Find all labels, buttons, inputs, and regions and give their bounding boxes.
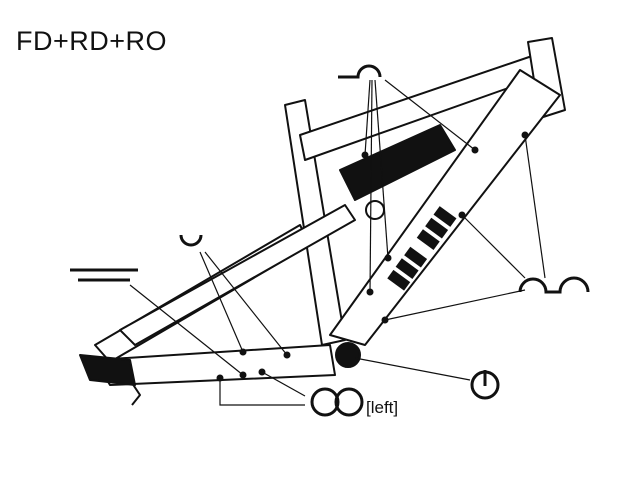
legend-symbols: [70, 64, 590, 417]
guide-dot: [258, 368, 266, 376]
callout-dots: [216, 131, 529, 382]
diagram-title: FD+RD+RO: [16, 26, 168, 56]
double-arch-icon: [518, 276, 590, 294]
derailleur-hanger: [129, 379, 141, 406]
bike-frame: ▮▮▮ ▮▮▮: [79, 37, 566, 406]
guide-dot: [471, 146, 479, 154]
guide-dot: [384, 254, 392, 262]
guide-dot: [458, 211, 466, 219]
seat-stay-upper: [119, 204, 356, 346]
guide-dot: [216, 374, 224, 382]
shock-pivot: [365, 200, 385, 220]
down-tube: [329, 69, 561, 346]
guide-dot: [239, 348, 247, 356]
guide-dot: [366, 288, 374, 296]
cable-top-routing-icon: [338, 64, 382, 79]
guide-dot: [381, 316, 389, 324]
bottom-bracket: [335, 342, 361, 368]
rear-dropout: [79, 354, 136, 386]
left-note-label: [left]: [366, 398, 399, 417]
cable-under-routing-icon: [179, 234, 203, 247]
guide-dot: [361, 151, 369, 159]
double-line-icon: [70, 268, 138, 282]
guide-dot: [239, 371, 247, 379]
rear-shock: [339, 124, 456, 201]
callout-lines: [129, 79, 546, 406]
double-ring-icon: [310, 387, 364, 417]
guide-dot: [521, 131, 529, 139]
guide-dot: [283, 351, 291, 359]
power-icon: [470, 370, 500, 400]
